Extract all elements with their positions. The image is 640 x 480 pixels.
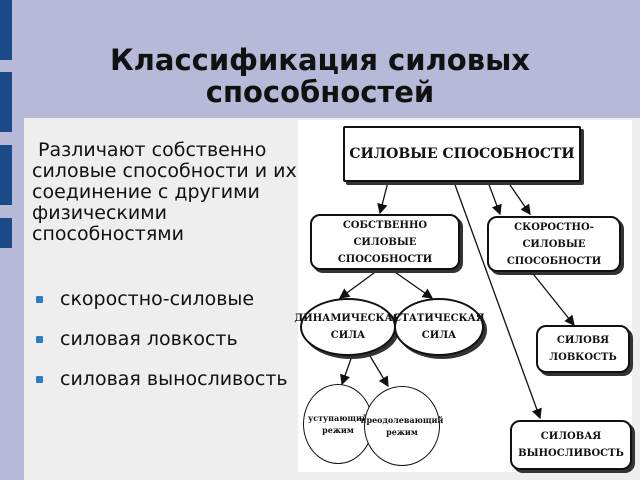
node-strength-agility: СИЛОВЯ ЛОВКОСТЬ <box>536 325 630 373</box>
bullet-item: скоростно-силовые <box>34 288 294 310</box>
bullet-icon <box>36 336 43 343</box>
bullet-item: силовая выносливость <box>34 368 294 390</box>
node-yielding-mode: уступающий режим <box>303 384 373 464</box>
node-label: СТАТИЧЕСКАЯ СИЛА <box>393 313 485 341</box>
bullet-text: силовая выносливость <box>60 368 288 390</box>
node-overcoming-mode: преодолевающий режим <box>361 386 443 466</box>
decorative-bar <box>0 145 12 205</box>
node-strength-endurance: СИЛОВАЯ ВЫНОСЛИВОСТЬ <box>510 420 632 470</box>
node-label: преодолевающий режим <box>360 415 444 437</box>
node-label: ДИНАМИЧЕСКАЯ СИЛА <box>294 313 402 341</box>
slide-title: Классификация силовых способностей <box>109 43 531 109</box>
node-label: СКОРОСТНО-СИЛОВЫЕ СПОСОБНОСТИ <box>506 221 602 267</box>
node-label: СИЛОВЫЕ СПОСОБНОСТИ <box>349 145 575 162</box>
node-speed-strength: СКОРОСТНО-СИЛОВЫЕ СПОСОБНОСТИ <box>487 216 621 272</box>
bullet-list: скоростно-силовые силовая ловкость силов… <box>34 288 294 408</box>
node-label: СИЛОВАЯ ВЫНОСЛИВОСТЬ <box>518 431 624 459</box>
node-static-force: СТАТИЧЕСКАЯ СИЛА <box>393 298 485 356</box>
node-dynamic-force: ДИНАМИЧЕСКАЯ СИЛА <box>294 298 402 356</box>
decorative-bar <box>0 72 12 132</box>
node-proper-strength: СОБСТВЕННО СИЛОВЫЕ СПОСОБНОСТИ <box>310 214 460 270</box>
decorative-bar <box>0 0 12 60</box>
node-label: СИЛОВЯ ЛОВКОСТЬ <box>549 335 617 363</box>
bullet-text: скоростно-силовые <box>60 288 255 310</box>
bullet-item: силовая ловкость <box>34 328 294 350</box>
intro-text: Различают собственно силовые способности… <box>32 139 297 245</box>
node-label: уступающий режим <box>308 413 368 435</box>
bullet-icon <box>36 296 43 303</box>
node-label: СОБСТВЕННО СИЛОВЫЕ СПОСОБНОСТИ <box>337 219 433 265</box>
node-strength-abilities: СИЛОВЫЕ СПОСОБНОСТИ <box>343 126 581 182</box>
bullet-text: силовая ловкость <box>60 328 238 350</box>
bullet-icon <box>36 376 43 383</box>
decorative-bar <box>0 218 12 248</box>
